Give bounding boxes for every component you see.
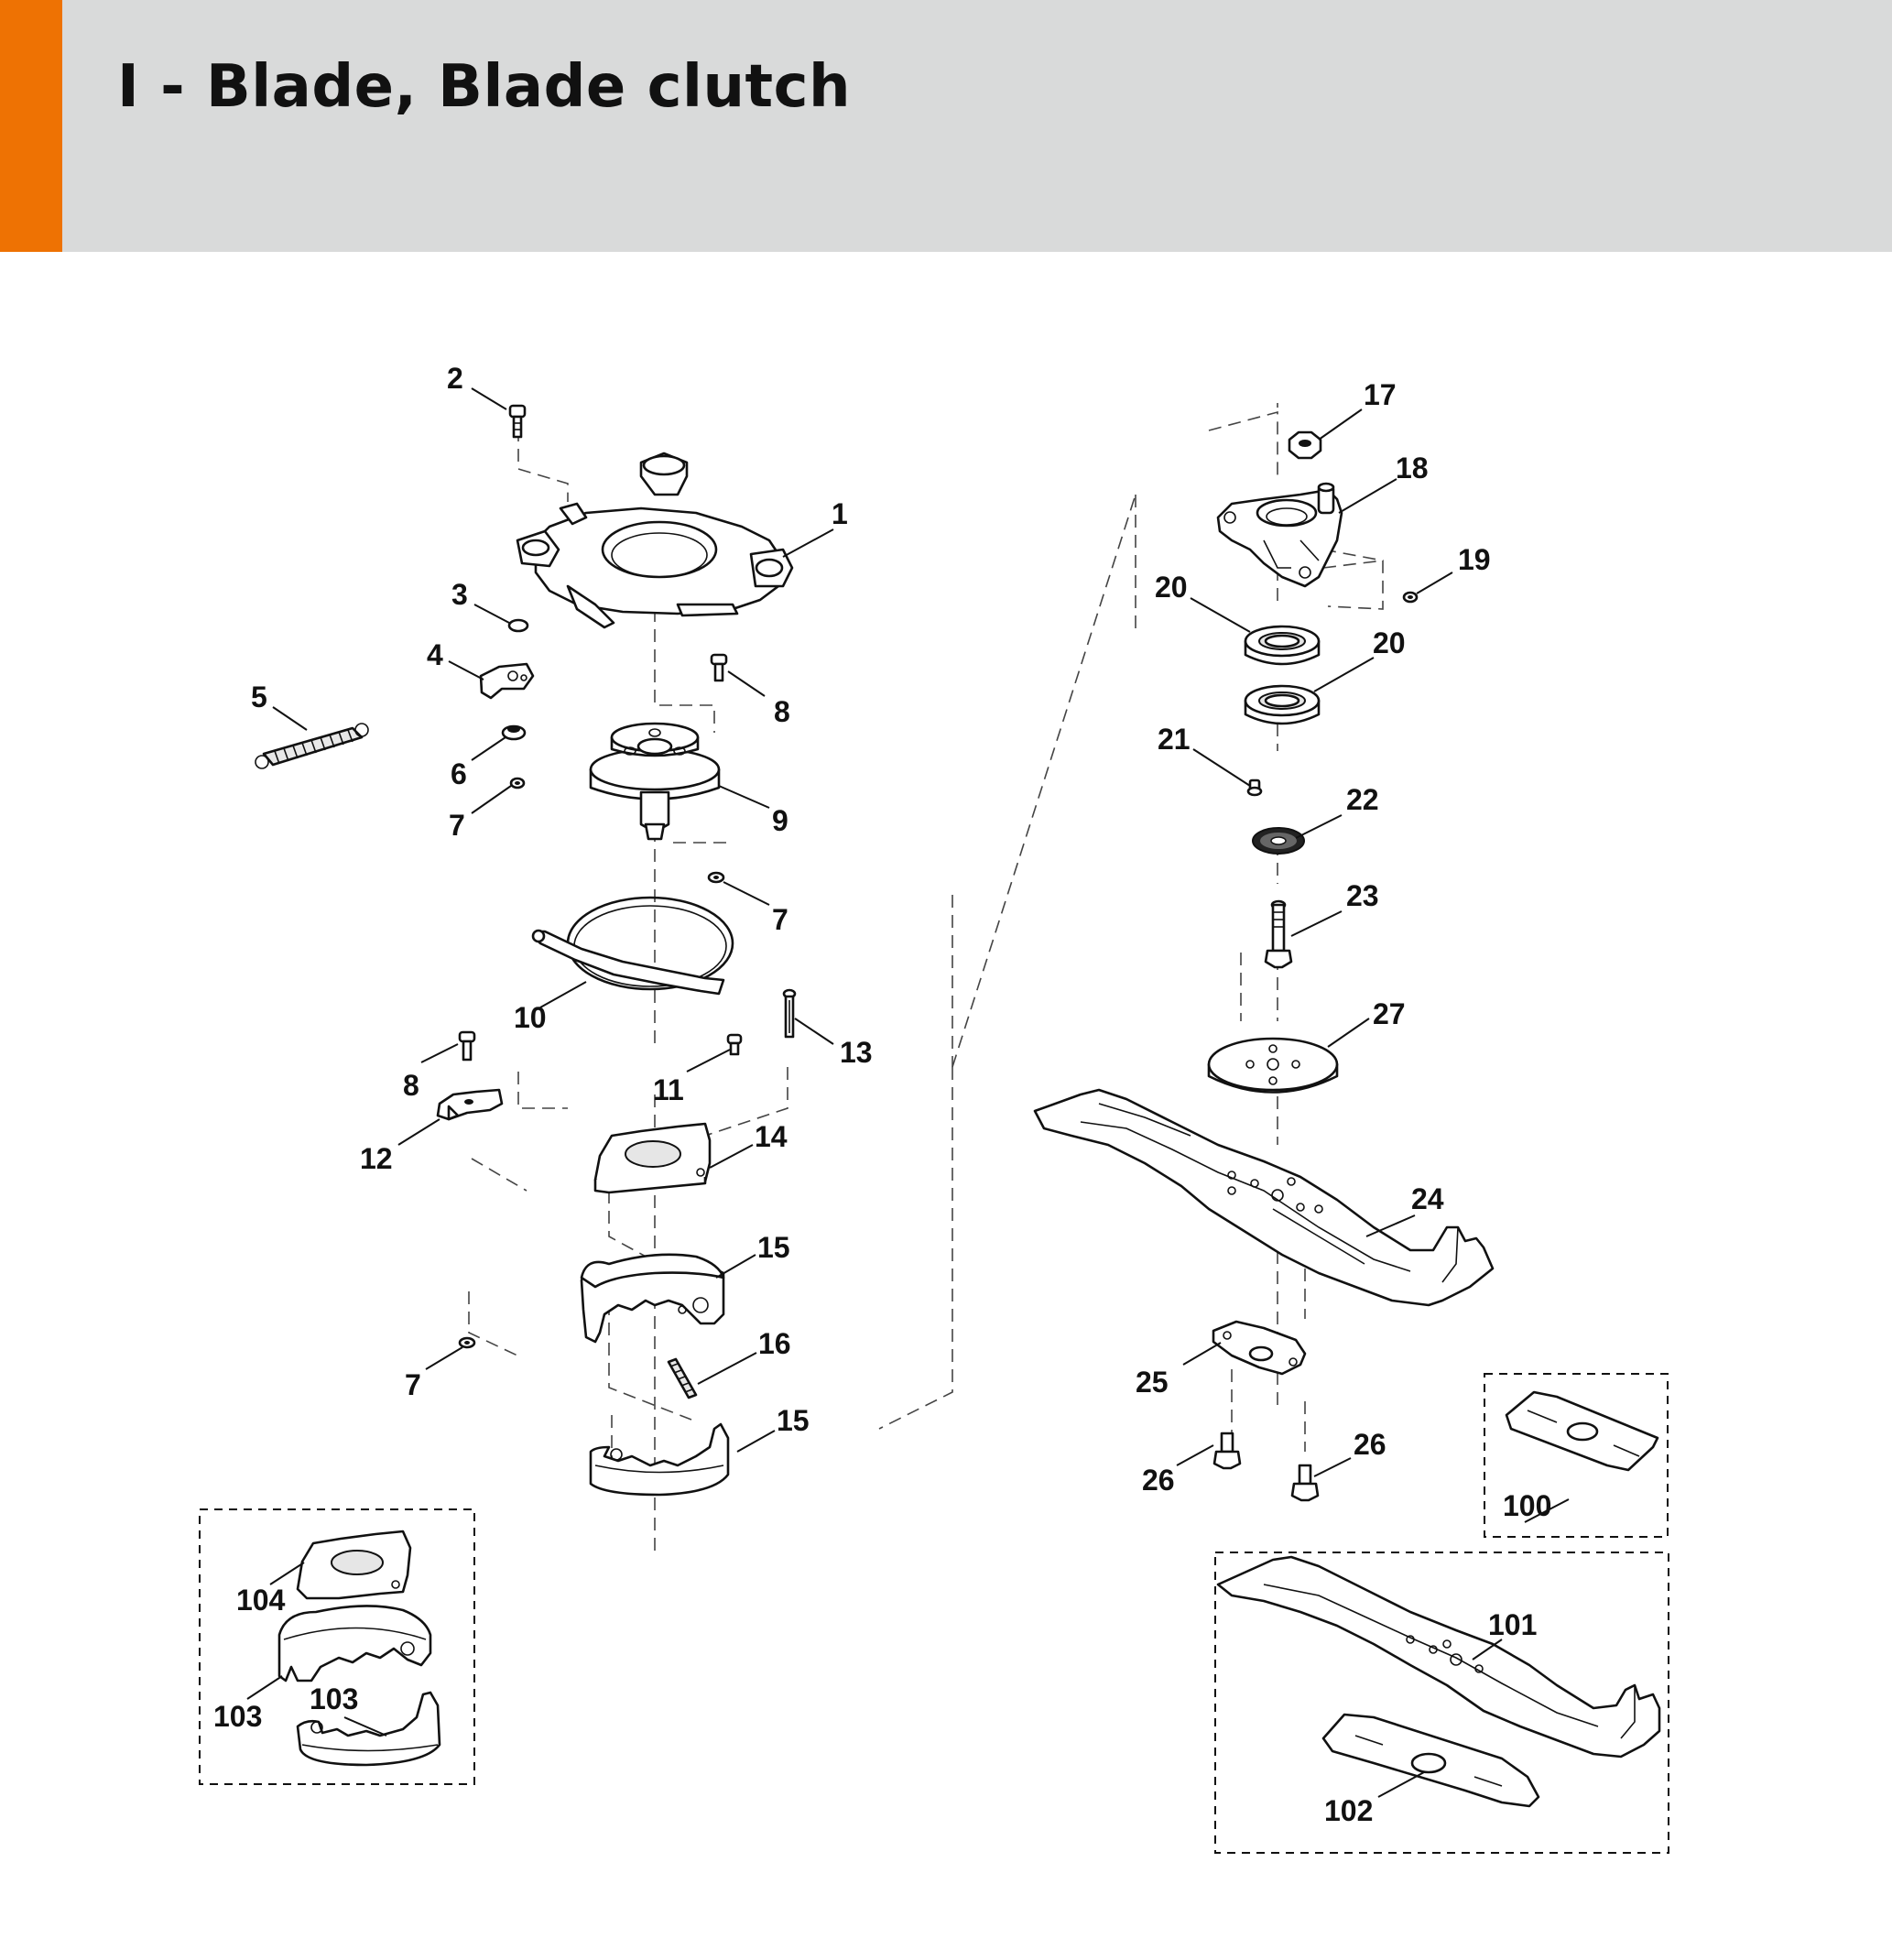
callout-8-upper: 8	[774, 695, 790, 728]
washer-part-3	[507, 618, 529, 633]
callout-10: 10	[514, 1001, 547, 1034]
brake-shoe-part-103-upper	[277, 1605, 432, 1682]
bolt-part-23	[1264, 899, 1293, 969]
callout-20-lower: 20	[1373, 626, 1406, 659]
callout-9: 9	[772, 804, 788, 837]
bracket-part-12	[436, 1088, 504, 1121]
bearing-part-20-upper	[1244, 625, 1321, 666]
callout-101: 101	[1488, 1608, 1537, 1641]
callout-103-right: 103	[310, 1682, 358, 1715]
brake-shoe-part-103-lower	[296, 1691, 441, 1767]
callout-18: 18	[1396, 452, 1429, 485]
callout-7-middle: 7	[772, 903, 788, 936]
spindle-housing-part-18	[1216, 482, 1343, 588]
bolt-part-2	[508, 404, 527, 439]
callout-2: 2	[447, 362, 463, 395]
callout-5: 5	[251, 681, 267, 713]
callout-103-left: 103	[213, 1700, 262, 1733]
optional-brake-kit-box	[199, 1508, 475, 1785]
screw-part-21	[1246, 779, 1263, 797]
callout-102: 102	[1324, 1794, 1373, 1827]
callout-100: 100	[1503, 1489, 1551, 1522]
brake-plate-part-14	[593, 1122, 712, 1194]
spacer-plate-part-25	[1212, 1320, 1307, 1376]
callout-15-lower: 15	[777, 1404, 810, 1437]
callout-20-upper: 20	[1155, 571, 1188, 604]
blade-plate-part-102	[1321, 1713, 1540, 1808]
nut-part-7-lower	[458, 1336, 476, 1349]
callout-21: 21	[1158, 723, 1191, 756]
callout-8-lower: 8	[403, 1069, 419, 1102]
blade-hub-part-27	[1207, 1037, 1339, 1094]
callout-labels: 1 2 3 4 5 6 7 7 7 8 8 9 10 11 12 13 14 1…	[213, 362, 1551, 1827]
lock-washer-part-22	[1252, 827, 1305, 855]
lever-part-4	[479, 662, 535, 700]
callout-104: 104	[236, 1584, 286, 1617]
clutch-housing-part-1	[516, 452, 794, 629]
callout-14: 14	[755, 1120, 788, 1153]
callout-24: 24	[1411, 1182, 1444, 1215]
callout-27: 27	[1373, 997, 1406, 1030]
brake-band-part-10	[531, 896, 734, 996]
bearing-part-20-lower	[1244, 684, 1321, 725]
callout-17: 17	[1364, 378, 1397, 411]
callout-leader-lines	[246, 387, 1570, 1798]
brake-shoe-part-15-upper	[580, 1253, 725, 1344]
optional-plate-box	[1484, 1373, 1669, 1538]
callout-11: 11	[653, 1073, 684, 1106]
bolt-part-8-lower	[458, 1030, 476, 1062]
adapter-plate-part-100	[1505, 1390, 1659, 1472]
screw-part-11	[726, 1033, 743, 1056]
optional-blade-box	[1214, 1552, 1669, 1854]
nut-part-7-middle	[707, 871, 725, 884]
header-band: I - Blade, Blade clutch	[0, 0, 1892, 252]
callout-7-upper: 7	[449, 809, 465, 842]
callout-26-left: 26	[1142, 1464, 1175, 1497]
callout-26-right: 26	[1354, 1428, 1386, 1461]
callout-6: 6	[451, 757, 467, 790]
mower-blade-part-24	[1033, 1088, 1495, 1307]
callout-19: 19	[1458, 543, 1491, 576]
bushing-part-6	[501, 724, 527, 741]
bolt-part-26-right	[1290, 1464, 1320, 1502]
mower-blade-part-101	[1216, 1555, 1661, 1759]
callout-12: 12	[360, 1142, 393, 1175]
nut-part-7-upper	[509, 777, 526, 789]
accent-bar	[0, 0, 62, 252]
pin-part-13	[782, 988, 797, 1039]
assembly-guide-lines	[468, 403, 1384, 1557]
bolt-part-26-left	[1212, 1432, 1242, 1470]
bolt-part-8-upper	[710, 653, 728, 682]
callout-16: 16	[758, 1327, 791, 1360]
page-title: I - Blade, Blade clutch	[117, 53, 852, 121]
spring-part-16	[667, 1357, 698, 1399]
brake-plate-part-104	[296, 1530, 412, 1600]
callout-22: 22	[1346, 783, 1379, 816]
callout-1: 1	[832, 497, 848, 530]
callout-25: 25	[1136, 1366, 1169, 1399]
nut-part-19	[1402, 591, 1419, 604]
callout-7-lower: 7	[405, 1368, 421, 1401]
tension-spring-part-5	[255, 723, 369, 769]
lock-nut-part-17	[1288, 430, 1322, 460]
callout-15-upper: 15	[757, 1231, 790, 1264]
callout-4: 4	[427, 638, 443, 671]
brake-shoe-part-15-lower	[589, 1422, 730, 1497]
callout-23: 23	[1346, 879, 1379, 912]
callout-13: 13	[840, 1036, 873, 1069]
callout-3: 3	[451, 578, 468, 611]
clutch-pulley-part-9	[589, 722, 721, 841]
